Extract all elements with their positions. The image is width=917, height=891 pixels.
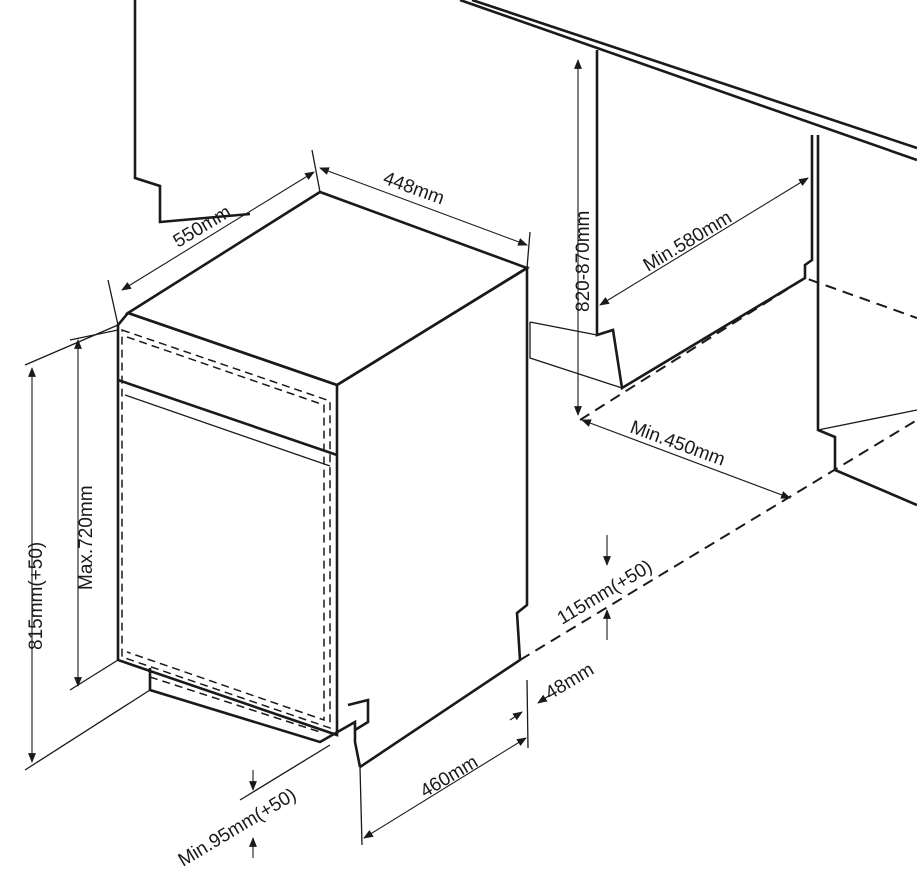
right-cabinet (816, 135, 917, 507)
label-bottom-depth: 460mm (417, 752, 482, 803)
left-cabinet (133, 0, 251, 224)
dishwasher-side (336, 265, 529, 769)
opening-outline (519, 276, 917, 661)
label-min-cabinet-depth: Min.580mm (640, 207, 736, 276)
kick-plate (148, 668, 362, 768)
label-cabinet-height: 820-870mm (573, 211, 594, 312)
dimension-labels: 550mm 448mm 820-870mm Min.580mm Min.450m… (26, 168, 736, 871)
countertop-edge (459, 0, 917, 162)
label-min-opening-width: Min.450mm (627, 417, 727, 471)
label-overall-height: 815mm(+50) (26, 542, 47, 650)
label-max-door-height: Max.720mm (76, 485, 97, 590)
label-min-kick-height: Min.95mm(+50) (175, 784, 300, 871)
control-panel (117, 378, 338, 457)
label-plinth-gap: 48mm (542, 659, 598, 704)
dishwasher (116, 190, 530, 769)
middle-cabinet (595, 50, 814, 391)
front-panel (116, 311, 339, 737)
door-outline (121, 328, 331, 730)
dishwasher-top (125, 190, 530, 387)
label-plinth-height: 115mm(+50) (554, 556, 656, 629)
dimension-lines (24, 59, 809, 858)
